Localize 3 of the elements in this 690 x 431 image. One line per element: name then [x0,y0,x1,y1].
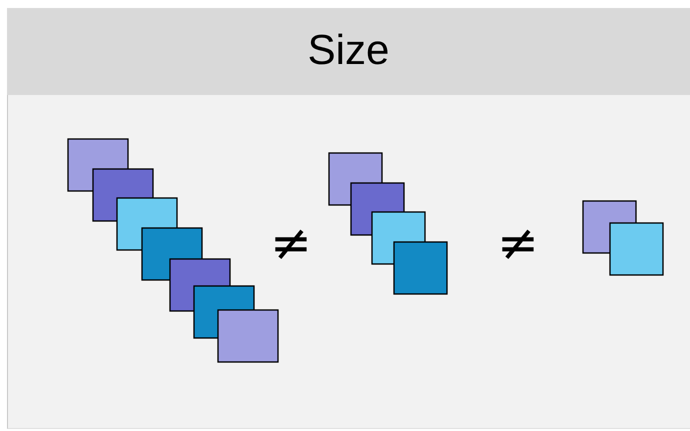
not-equal-sign: ≠ [497,218,539,268]
title: Size [306,26,390,74]
not-equal-sign: ≠ [270,218,312,268]
